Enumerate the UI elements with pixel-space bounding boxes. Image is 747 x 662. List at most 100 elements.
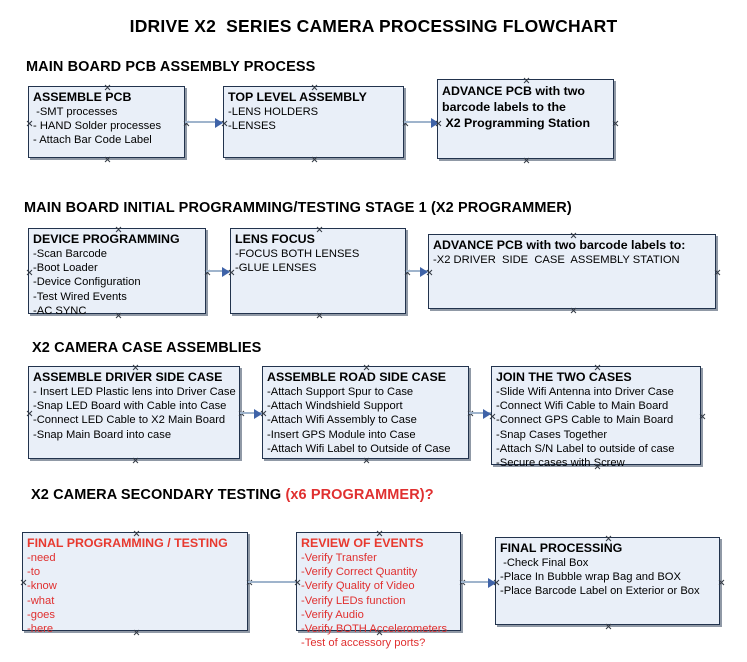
- box-line: -Snap Cases Together: [496, 428, 608, 441]
- box-review-of-events[interactable]: REVIEW OF EVENTS -Verify Transfer -Verif…: [296, 532, 461, 649]
- box-line: -Verify Correct Quantity: [301, 566, 418, 579]
- box-final-programming-testing[interactable]: FINAL PROGRAMMING / TESTING -need -to -k…: [20, 532, 248, 635]
- connector-line: [248, 581, 296, 583]
- box-line: -what: [27, 594, 55, 607]
- section-heading-4-accent: (x6 PROGRAMMER)?: [285, 487, 434, 503]
- box-line: -Attach Wifi Label to Outside of Case: [267, 442, 451, 455]
- connection-handle-left[interactable]: [26, 410, 33, 417]
- box-line: -Boot Loader: [33, 262, 98, 275]
- box-title-line3: X2 Programming Station: [442, 116, 591, 130]
- box-line: -LENS HOLDERS: [228, 106, 319, 118]
- box-line: -Verify Transfer: [301, 552, 377, 564]
- page-title: IDRIVE X2 SERIES CAMERA PROCESSING FLOWC…: [129, 16, 618, 36]
- box-line: -Connect LED Cable to X2 Main Board: [33, 414, 226, 427]
- box-title: FINAL PROCESSING: [500, 541, 623, 555]
- section-heading-2: MAIN BOARD INITIAL PROGRAMMING/TESTING S…: [24, 200, 572, 216]
- box-line: -Snap Main Board into case: [33, 428, 172, 441]
- box-final-processing[interactable]: FINAL PROCESSING -Check Final Box -Place…: [495, 537, 720, 625]
- connection-handle-left[interactable]: [26, 269, 33, 276]
- box-line: -Verify Quality of Video: [301, 580, 415, 593]
- box-line: -Attach Support Spur to Case: [267, 386, 414, 398]
- box-line: -Place In Bubble wrap Bag and BOX: [500, 571, 681, 584]
- box-line: -goes: [27, 608, 55, 621]
- box-line: -Snap LED Board with Cable into Case: [33, 400, 227, 413]
- connection-handle-bottom[interactable]: [311, 156, 318, 163]
- box-title: REVIEW OF EVENTS: [301, 536, 424, 550]
- box-title: LENS FOCUS: [235, 232, 315, 246]
- box-join-the-two-cases[interactable]: JOIN THE TWO CASES -Slide Wifi Antenna i…: [491, 366, 701, 469]
- box-line: -know: [27, 580, 57, 593]
- box-line: - HAND Solder processes: [33, 120, 162, 133]
- box-assemble-road-side-case[interactable]: ASSEMBLE ROAD SIDE CASE -Attach Support …: [262, 366, 469, 459]
- connector-arrow: [215, 118, 223, 128]
- box-line: -AC SYNC: [33, 304, 87, 317]
- connector-arrow: [483, 409, 491, 419]
- box-title-line2: barcode labels to the: [442, 100, 566, 114]
- box-advance-pcb-to-driver-side-case[interactable]: ADVANCE PCB with two barcode labels to: …: [428, 234, 716, 309]
- box-title: DEVICE PROGRAMMING: [33, 232, 180, 246]
- box-device-programming[interactable]: DEVICE PROGRAMMING -Scan Barcode -Boot L…: [26, 228, 206, 317]
- box-top-level-assembly[interactable]: TOP LEVEL ASSEMBLY -LENS HOLDERS -LENSES: [223, 86, 404, 158]
- box-title: FINAL PROGRAMMING / TESTING: [27, 536, 228, 550]
- connector-line: [404, 121, 439, 123]
- connection-handle-right[interactable]: [714, 269, 721, 276]
- box-line: -Verify Audio: [301, 608, 364, 621]
- box-line: -FOCUS BOTH LENSES: [235, 248, 360, 260]
- connector-arrow: [431, 118, 439, 128]
- box-title: ADVANCE PCB with two: [442, 84, 585, 98]
- box-line: -SMT processes: [33, 106, 118, 118]
- box-line: - Insert LED Plastic lens into Driver Ca…: [33, 386, 236, 398]
- connector-arrow: [420, 267, 428, 277]
- connector-arrow: [254, 409, 262, 419]
- connector-line: [406, 270, 428, 272]
- section-heading-4-text: X2 CAMERA SECONDARY TESTING: [31, 487, 286, 503]
- box-line: -Attach Wifi Assembly to Case: [267, 414, 417, 427]
- box-assemble-driver-side-case[interactable]: ASSEMBLE DRIVER SIDE CASE - Insert LED P…: [28, 366, 240, 459]
- connection-handle-bottom[interactable]: [570, 307, 577, 314]
- box-line: -to: [27, 566, 41, 579]
- connector-line: [469, 412, 491, 414]
- connection-handle-bottom[interactable]: [132, 457, 139, 464]
- connection-handle-bottom[interactable]: [605, 623, 612, 630]
- connector-line: [185, 121, 223, 123]
- section-heading-3-text: X2 CAMERA CASE ASSEMBLIES: [32, 340, 262, 356]
- box-line: -Verify BOTH Accelerometers: [301, 623, 448, 636]
- connector-line: [206, 270, 230, 272]
- box-title: JOIN THE TWO CASES: [496, 370, 632, 384]
- box-line: -Insert GPS Module into Case: [267, 428, 416, 441]
- box-line: -Scan Barcode: [33, 248, 108, 260]
- box-title: ASSEMBLE DRIVER SIDE CASE: [33, 370, 223, 384]
- box-assemble-pcb[interactable]: ASSEMBLE PCB -SMT processes - HAND Solde…: [28, 86, 185, 158]
- box-line: -Verify LEDs function: [301, 594, 406, 607]
- box-title: ASSEMBLE ROAD SIDE CASE: [267, 370, 446, 384]
- connection-handle-right[interactable]: [612, 120, 619, 127]
- box-title: ASSEMBLE PCB: [33, 90, 132, 104]
- section-heading-2-text: MAIN BOARD INITIAL PROGRAMMING/TESTING S…: [24, 200, 572, 216]
- section-heading-1-text: MAIN BOARD PCB ASSEMBLY PROCESS: [26, 59, 316, 75]
- box-line: -need: [27, 552, 56, 564]
- box-lens-focus[interactable]: LENS FOCUS -FOCUS BOTH LENSES -GLUE LENS…: [230, 228, 406, 314]
- box-line: -Test Wired Events: [33, 290, 127, 303]
- box-line: -Attach Windshield Support: [267, 400, 403, 413]
- section-heading-4: X2 CAMERA SECONDARY TESTING (x6 PROGRAMM…: [31, 487, 434, 503]
- box-line: -X2 DRIVER SIDE CASE ASSEMBLY STATION: [433, 254, 680, 266]
- connection-handle-bottom[interactable]: [316, 312, 323, 319]
- connection-handle-right[interactable]: [699, 413, 706, 420]
- section-heading-1: MAIN BOARD PCB ASSEMBLY PROCESS: [26, 59, 315, 75]
- connector-arrow: [488, 578, 496, 588]
- connection-handle-bottom[interactable]: [104, 156, 111, 163]
- box-advance-pcb-to-programming-station[interactable]: ADVANCE PCB with two barcode labels to t…: [437, 79, 614, 159]
- connection-handle-right[interactable]: [718, 579, 725, 586]
- connection-handle-bottom[interactable]: [523, 157, 530, 164]
- connection-handle-left[interactable]: [26, 120, 33, 127]
- box-line-overflow: -Test of accessory ports?: [301, 637, 426, 650]
- box-line: -Device Configuration: [33, 276, 141, 289]
- box-line: -Secure cases with Screw: [496, 457, 625, 470]
- box-title: TOP LEVEL ASSEMBLY: [228, 90, 367, 104]
- connector-arrow: [222, 267, 230, 277]
- box-line: -GLUE LENSES: [235, 262, 317, 275]
- connection-handle-bottom[interactable]: [363, 457, 370, 464]
- connection-handle-left[interactable]: [20, 579, 27, 586]
- connector-line: [461, 581, 496, 583]
